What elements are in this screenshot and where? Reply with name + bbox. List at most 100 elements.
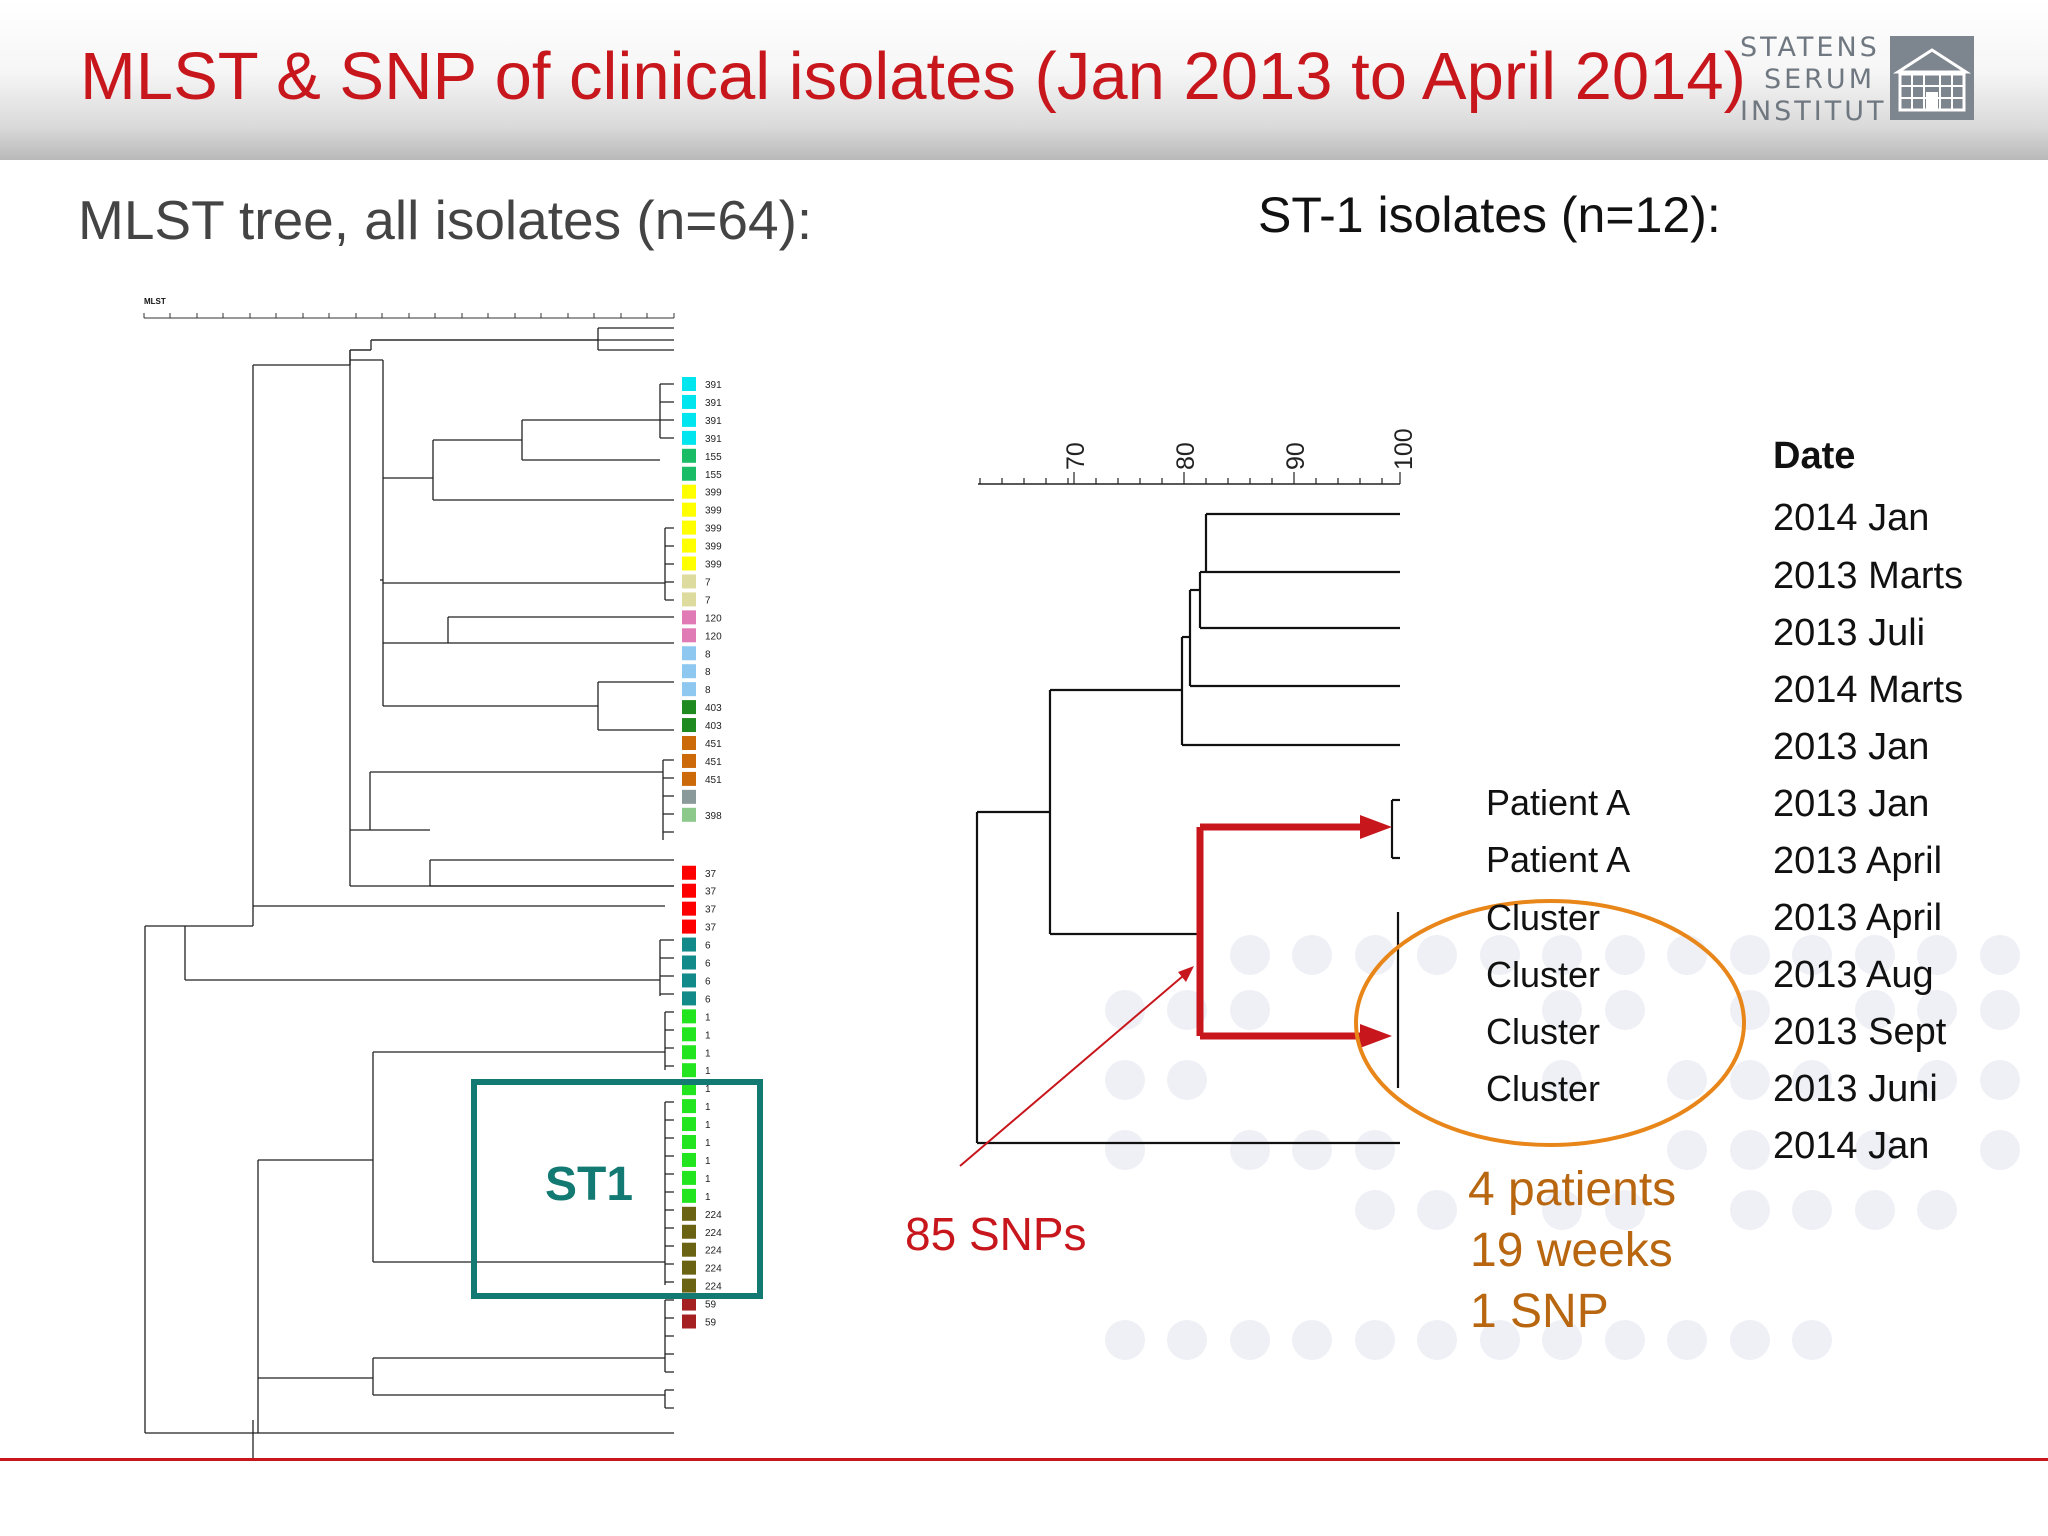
date-cell: 2014 Jan <box>1773 1125 1929 1167</box>
patient-label: Cluster <box>1486 954 1600 995</box>
isolate-st-label: 391 <box>705 434 722 445</box>
mlst-ruler-label: MLST <box>144 297 166 306</box>
cluster-ellipse <box>1354 899 1746 1147</box>
isolate-label-column: 3913913913911551553993993993993997712012… <box>682 377 722 1329</box>
mlst-dendrogram <box>144 327 674 1461</box>
isolate-color-swatch <box>682 430 696 445</box>
isolate-color-swatch <box>682 1027 696 1042</box>
isolate-st-label: 7 <box>705 577 711 588</box>
isolate-color-swatch <box>682 919 696 934</box>
isolate-color-swatch <box>682 736 696 750</box>
isolate-st-label: 399 <box>705 542 722 553</box>
footer-rule <box>0 1458 2048 1461</box>
isolate-color-swatch <box>682 1117 696 1132</box>
isolate-st-label: 451 <box>705 775 722 786</box>
isolate-color-swatch <box>682 1099 696 1114</box>
date-cell: 2013 Marts <box>1773 555 1963 597</box>
isolate-st-label: 120 <box>705 613 722 624</box>
isolate-st-label: 224 <box>705 1282 722 1293</box>
isolate-color-swatch <box>682 412 696 427</box>
isolate-color-swatch <box>682 1188 696 1203</box>
isolate-st-label: 451 <box>705 757 722 768</box>
isolate-color-swatch <box>682 753 696 768</box>
isolate-color-swatch <box>682 865 696 880</box>
isolate-st-label: 155 <box>705 470 722 481</box>
scale-tick-100: 100 <box>1390 428 1418 470</box>
patient-label: Cluster <box>1486 897 1600 938</box>
isolate-st-label: 6 <box>705 959 711 970</box>
isolate-color-swatch <box>682 718 696 733</box>
isolate-st-label: 451 <box>705 739 722 750</box>
isolate-st-label: 37 <box>705 869 717 880</box>
patient-label: Cluster <box>1486 1011 1600 1052</box>
patient-label: Cluster <box>1486 1068 1600 1109</box>
isolate-color-swatch <box>682 955 696 970</box>
isolate-st-label: 1 <box>705 1066 711 1077</box>
isolate-st-label: 6 <box>705 976 711 987</box>
isolate-st-label: 398 <box>705 811 722 822</box>
isolate-color-swatch <box>682 901 696 916</box>
isolate-st-label: 403 <box>705 703 722 714</box>
isolate-color-swatch <box>682 883 696 898</box>
logo-line-1: STATENS <box>1740 32 1880 63</box>
isolate-color-swatch <box>682 973 696 988</box>
date-column: Date 2014 Jan 2013 Marts 2013 Juli 2014 … <box>1773 435 1963 1167</box>
isolate-color-swatch <box>682 484 696 499</box>
date-header: Date <box>1773 435 1855 477</box>
isolate-st-label: 1 <box>705 1084 711 1095</box>
cluster-stat: 4 patients <box>1468 1163 1676 1216</box>
isolate-color-swatch <box>682 448 696 463</box>
isolate-st-label: 399 <box>705 488 722 499</box>
isolate-st-label: 1 <box>705 1048 711 1059</box>
isolate-color-swatch <box>682 1242 696 1257</box>
snp-count-annotation: 85 SNPs <box>905 1208 1087 1260</box>
isolate-color-swatch <box>682 937 696 952</box>
isolate-st-label: 224 <box>705 1210 722 1221</box>
isolate-st-label: 399 <box>705 506 722 517</box>
slide-title: MLST & SNP of clinical isolates (Jan 201… <box>80 39 1746 114</box>
isolate-st-label: 8 <box>705 649 711 660</box>
logo-line-2: SERUM <box>1763 64 1875 95</box>
isolate-color-swatch <box>682 1314 696 1329</box>
isolate-color-swatch <box>682 1135 696 1149</box>
date-cell: 2013 Juli <box>1773 612 1925 654</box>
patient-label-column: Patient A Patient A Cluster Cluster Clus… <box>1486 782 1630 1109</box>
isolate-st-label: 59 <box>705 1300 717 1311</box>
isolate-color-swatch <box>682 592 696 607</box>
isolate-st-label: 391 <box>705 398 722 409</box>
isolate-color-swatch <box>682 466 696 481</box>
cluster-stat: 1 SNP <box>1470 1285 1609 1338</box>
isolate-color-swatch <box>682 1063 696 1078</box>
isolate-st-label: 37 <box>705 923 717 934</box>
isolate-color-swatch <box>682 538 696 553</box>
date-cell: 2013 April <box>1773 840 1942 882</box>
isolate-st-label: 37 <box>705 887 717 898</box>
scale-tick-90: 90 <box>1282 442 1310 470</box>
isolate-color-swatch <box>682 394 696 409</box>
cluster-stats: 4 patients 19 weeks 1 SNP <box>1468 1163 1676 1338</box>
isolate-st-label: 403 <box>705 721 722 732</box>
isolate-color-swatch <box>682 664 696 679</box>
isolate-color-swatch <box>682 646 696 661</box>
isolate-color-swatch <box>682 520 696 535</box>
date-cell: 2013 Sept <box>1773 1011 1947 1053</box>
isolate-st-label: 7 <box>705 595 711 606</box>
isolate-color-swatch <box>682 1009 696 1024</box>
isolate-color-swatch <box>682 1045 696 1060</box>
isolate-color-swatch <box>682 1152 696 1167</box>
date-cell: 2013 Jan <box>1773 726 1929 768</box>
isolate-st-label: 1 <box>705 1138 711 1149</box>
isolate-color-swatch <box>682 610 696 625</box>
st1-highlight-box <box>471 1079 763 1299</box>
isolate-st-label: 1 <box>705 1120 711 1131</box>
institute-logo-text: STATENS SERUM INSTITUT <box>1740 32 1884 128</box>
isolate-color-swatch <box>682 556 696 571</box>
background-dot-pattern <box>1105 935 2020 1360</box>
date-cell: 2013 Jan <box>1773 783 1929 825</box>
isolate-st-label: 6 <box>705 994 711 1005</box>
isolate-st-label: 1 <box>705 1156 711 1167</box>
patient-label: Patient A <box>1486 782 1630 823</box>
isolate-st-label: 1 <box>705 1102 711 1113</box>
isolate-st-label: 1 <box>705 1192 711 1203</box>
date-cell: 2013 Juni <box>1773 1068 1938 1110</box>
